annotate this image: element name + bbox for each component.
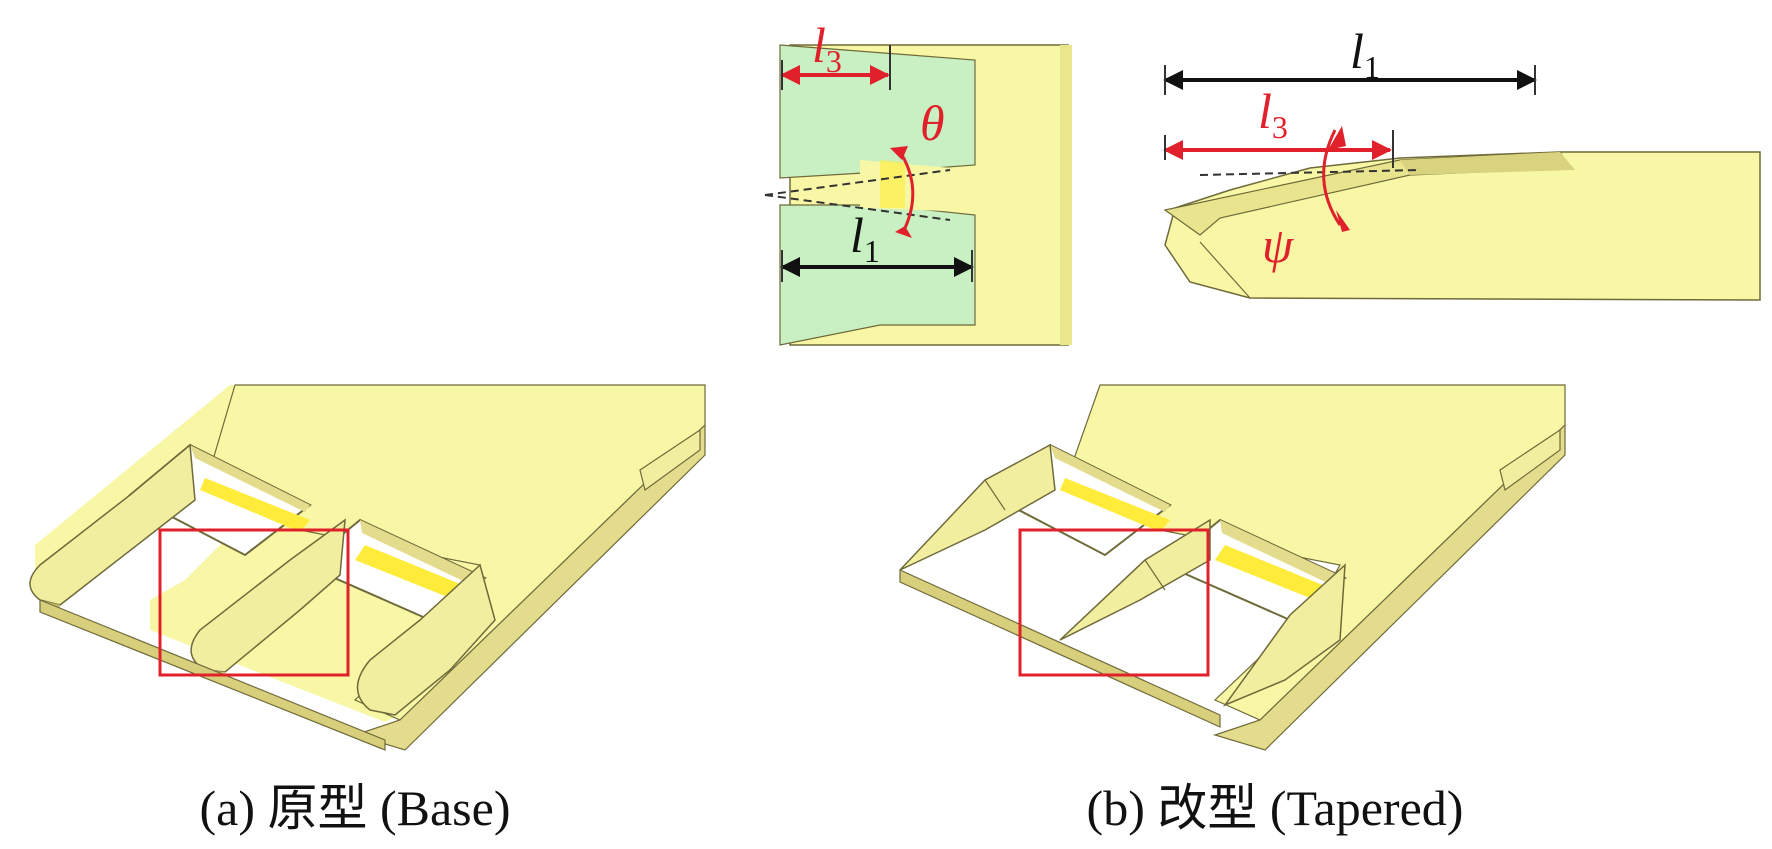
side-psi-label: ψ [1262, 217, 1294, 273]
top-l3-label: l3 [812, 17, 842, 79]
panel-a-highlight-box [158, 528, 350, 677]
top-view: l3 θ l1 [764, 17, 1072, 346]
panel-a-base [29, 384, 706, 751]
panel-b-highlight-box [1018, 528, 1210, 677]
top-l1-label: l1 [850, 207, 880, 269]
side-view: l1 l3 ψ [1163, 23, 1761, 301]
panel-b-tapered [899, 384, 1566, 751]
panel-a-caption: (a) 原型 (Base) [200, 780, 511, 836]
panel-b-caption: (b) 改型 (Tapered) [1087, 780, 1464, 836]
side-l1-label: l1 [1350, 23, 1380, 85]
top-theta-label: θ [920, 95, 945, 151]
side-l3-label: l3 [1258, 83, 1288, 145]
